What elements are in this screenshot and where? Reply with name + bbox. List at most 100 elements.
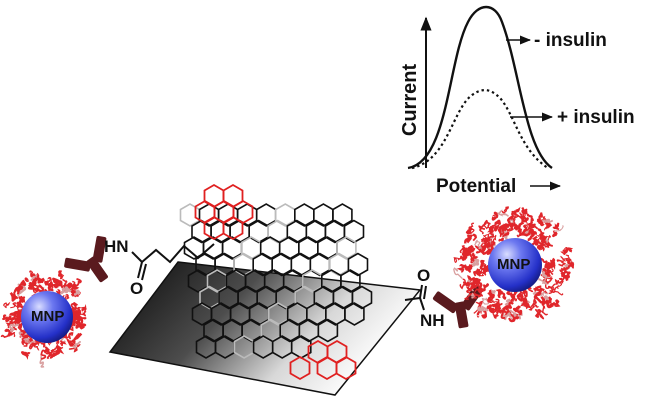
protein-ribbon <box>490 289 497 296</box>
protein-ribbon <box>18 295 26 303</box>
protein-ribbon <box>520 214 529 223</box>
aromatic-ring <box>332 203 353 227</box>
protein-ribbon <box>508 315 520 323</box>
protein-ribbon <box>82 307 87 317</box>
protein-ribbon <box>73 289 81 296</box>
protein-ribbon <box>526 213 534 226</box>
protein-ribbon <box>5 315 12 323</box>
protein-ribbon <box>541 218 554 224</box>
protein-ribbon <box>72 340 81 349</box>
protein-ribbon <box>459 278 466 290</box>
protein-ribbon <box>516 232 531 238</box>
protein-ribbon <box>17 322 27 336</box>
mnp-particle-left <box>21 291 73 343</box>
left-linker <box>131 243 215 281</box>
protein-ribbon <box>562 247 570 253</box>
protein-ribbon <box>498 301 514 314</box>
protein-ribbon <box>519 299 530 307</box>
protein-ribbon <box>477 305 489 312</box>
left-alkyl-chain <box>141 243 215 264</box>
protein-ribbon <box>21 339 28 347</box>
mnp-label-right: MNP <box>497 256 531 273</box>
protein-ribbon <box>565 254 572 264</box>
protein-ribbon <box>515 225 522 234</box>
protein-ribbon <box>501 206 509 214</box>
protein-ribbon <box>8 331 16 338</box>
protein-ribbon <box>501 224 508 231</box>
protein-ribbon <box>3 301 11 309</box>
protein-ribbon <box>503 312 513 321</box>
protein-ribbon <box>516 291 524 302</box>
protein-ribbon <box>483 241 491 249</box>
protein-ribbon <box>459 263 474 270</box>
right-carbonyl-label: O <box>417 266 431 285</box>
protein-ribbon <box>509 295 518 302</box>
y-axis-label: Current <box>399 63 421 137</box>
protein-ribbon <box>466 234 473 243</box>
protein-ribbon <box>45 277 53 286</box>
protein-ribbon <box>540 239 553 247</box>
left-carbonyl-label: O <box>130 279 144 298</box>
protein-ribbon <box>531 223 543 235</box>
protein-ribbon <box>466 244 474 253</box>
protein-ribbon <box>55 342 62 351</box>
protein-ribbon <box>559 269 565 277</box>
pyrene-ring <box>222 183 244 209</box>
protein-ribbon <box>481 297 490 305</box>
right-carbonyl-bond-2 <box>423 285 427 300</box>
protein-ribbon <box>68 341 75 347</box>
right-carbonyl-bond <box>419 284 423 299</box>
protein-ribbon <box>513 221 525 230</box>
protein-ribbon <box>488 304 495 312</box>
protein-ribbon <box>544 222 550 231</box>
protein-ribbon <box>475 285 486 294</box>
protein-ribbon <box>544 262 552 277</box>
protein-ribbon <box>554 279 560 285</box>
protein-ribbon <box>493 311 499 319</box>
protein-ribbon <box>44 346 54 359</box>
protein-ribbon <box>77 322 86 329</box>
protein-ribbon <box>486 293 495 303</box>
protein-ribbon <box>502 231 510 238</box>
protein-ribbon <box>71 314 81 324</box>
aromatic-ring <box>317 318 339 343</box>
protein-ribbon <box>535 296 545 304</box>
protein-ribbon <box>47 283 54 292</box>
protein-ribbon <box>533 286 538 292</box>
aromatic-ring <box>343 219 365 244</box>
protein-ribbon <box>467 247 476 256</box>
protein-ribbon <box>554 299 561 307</box>
insulin-cluster-right <box>453 206 575 323</box>
aromatic-ring <box>344 302 365 326</box>
left-carbonyl-bond <box>137 261 143 279</box>
protein-ribbon <box>68 332 74 337</box>
protein-ribbon <box>483 283 489 290</box>
protein-ribbon <box>471 233 478 242</box>
polyaromatic-rings <box>179 183 373 381</box>
protein-ribbon <box>481 310 488 319</box>
left-carbonyl-bond-2 <box>141 263 147 281</box>
protein-ribbon <box>44 349 51 359</box>
protein-ribbon <box>474 239 483 249</box>
protein-ribbon <box>471 258 480 267</box>
protein-ribbon <box>479 264 492 272</box>
mnp-particle-right <box>488 238 542 292</box>
mnp-label-left: MNP <box>31 308 65 325</box>
curve-with-insulin-label: + insulin <box>557 107 635 128</box>
protein-ribbon <box>533 303 539 308</box>
protein-ribbon <box>494 219 501 226</box>
protein-ribbon <box>68 346 78 353</box>
protein-ribbon <box>491 211 499 221</box>
protein-ribbon <box>28 343 34 350</box>
protein-ribbon <box>539 232 547 240</box>
aromatic-ring <box>340 269 361 293</box>
protein-ribbon <box>68 280 76 289</box>
protein-ribbon <box>468 292 475 299</box>
antibody-right <box>432 284 483 329</box>
protein-ribbon <box>453 256 462 263</box>
protein-ribbon <box>528 228 535 236</box>
protein-ribbon <box>10 301 17 309</box>
protein-ribbon <box>453 267 463 279</box>
protein-ribbon <box>5 320 15 329</box>
protein-ribbon <box>475 300 483 306</box>
